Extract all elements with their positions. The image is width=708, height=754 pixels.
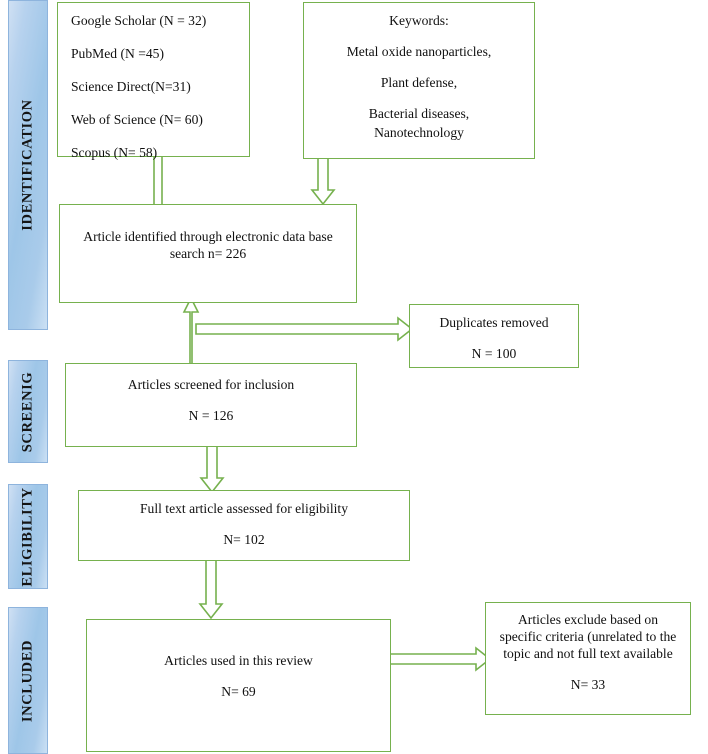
connector-included-to-excluded: [387, 646, 494, 676]
connector-fulltext-to-included: [197, 559, 225, 620]
full-text-assessed-count: N= 102: [223, 531, 265, 547]
database-item-pubmed: PubMed (N =45): [71, 45, 164, 61]
stage-bar-identification: IDENTIFICATION: [8, 0, 48, 330]
studies-included-text: Articles used in this review: [164, 653, 313, 668]
box-records-identified: Article identified through electronic da…: [59, 204, 357, 303]
studies-included-count: N= 69: [221, 683, 256, 699]
stage-bar-eligibility: ELIGIBILITY: [8, 484, 48, 589]
records-excluded-text-line2: specific criteria (unrelated to the: [499, 628, 677, 644]
database-item-google-scholar: Google Scholar (N = 32): [71, 13, 207, 28]
connector-identified-to-screened: [178, 296, 206, 369]
keywords-heading: Keywords:: [389, 13, 449, 28]
stage-label-included: INCLUDED: [19, 639, 36, 722]
box-records-excluded: Articles exclude based on specific crite…: [485, 602, 691, 715]
database-item-web-of-science: Web of Science (N= 60): [71, 111, 203, 127]
stage-label-identification: IDENTIFICATION: [19, 99, 36, 231]
stage-bar-screening: SCREENIG: [8, 360, 48, 463]
box-duplicates-removed: Duplicates removed N = 100: [409, 304, 579, 368]
connector-screened-to-fulltext: [198, 445, 226, 494]
records-excluded-text-line1: Articles exclude based on: [517, 612, 659, 627]
keyword-nanotechnology: Nanotechnology: [374, 124, 464, 140]
records-screened-count: N = 126: [188, 407, 234, 423]
records-excluded-count: N= 33: [570, 676, 606, 692]
box-databases-searched: Google Scholar (N = 32) PubMed (N =45) S…: [57, 2, 250, 160]
connector-keywords-to-identified: [308, 157, 338, 206]
box-studies-included: Articles used in this review N= 69: [86, 619, 391, 752]
stage-bar-included: INCLUDED: [8, 607, 48, 754]
box-records-screened: Articles screened for inclusion N = 126: [65, 363, 357, 447]
connector-sources-to-identified: [148, 155, 172, 205]
database-item-scopus: Scopus (N= 58): [71, 144, 158, 160]
box-keywords: Keywords: Metal oxide nanoparticles, Pla…: [303, 2, 535, 159]
records-screened-text: Articles screened for inclusion: [127, 377, 295, 392]
box-full-text-assessed: Full text article assessed for eligibili…: [78, 490, 410, 561]
keyword-metal-oxide-nanoparticles: Metal oxide nanoparticles,: [346, 43, 492, 59]
keyword-plant-defense: Plant defense,: [380, 74, 458, 90]
duplicates-removed-text: Duplicates removed: [439, 315, 549, 330]
records-excluded-text-line3: topic and not full text available: [503, 645, 673, 661]
connector-identified-to-duplicates: [195, 316, 416, 348]
records-identified-text: Article identified through electronic da…: [83, 229, 333, 244]
stage-label-eligibility: ELIGIBILITY: [19, 486, 36, 587]
database-item-science-direct: Science Direct(N=31): [71, 78, 191, 94]
stage-label-screening: SCREENIG: [19, 371, 36, 452]
keyword-bacterial-diseases: Bacterial diseases,: [368, 105, 470, 121]
duplicates-removed-count: N = 100: [471, 345, 517, 361]
records-identified-count: search n= 226: [169, 245, 247, 261]
full-text-assessed-text: Full text article assessed for eligibili…: [139, 501, 348, 516]
